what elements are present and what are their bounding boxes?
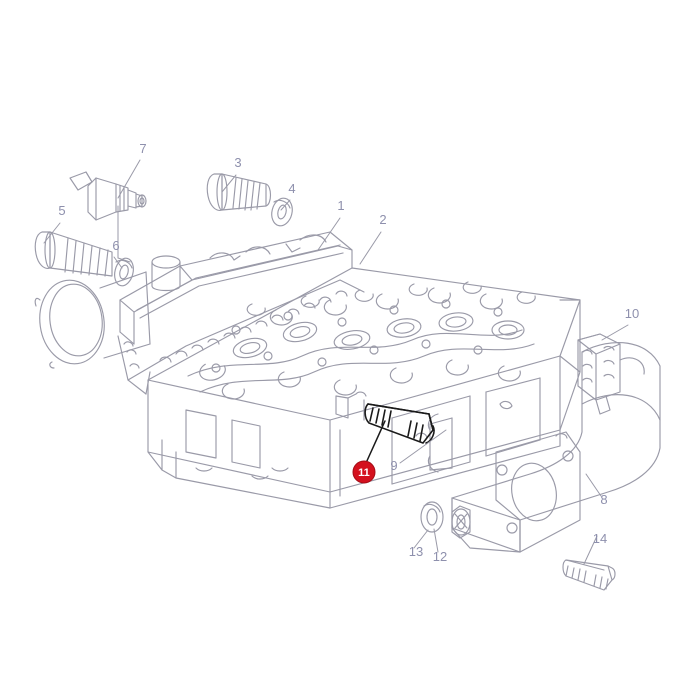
callout-label-13: 13 <box>409 544 423 559</box>
leader-4 <box>280 199 291 211</box>
callout-label-5: 5 <box>58 203 65 218</box>
drawing-linework <box>34 171 661 591</box>
highlight-marker-label: 11 <box>358 467 370 479</box>
leader-1 <box>317 217 341 251</box>
callout-label-2: 2 <box>379 212 386 227</box>
plain-washer-13 <box>420 501 444 533</box>
callout-label-14: 14 <box>593 531 607 546</box>
manifold-stud-14 <box>562 559 616 591</box>
spring-washer-4 <box>271 197 293 227</box>
callout-label-3: 3 <box>234 155 241 170</box>
callout-label-7: 7 <box>139 141 146 156</box>
leader-line-11 <box>365 420 386 464</box>
leader-14 <box>583 535 598 565</box>
leader-2 <box>359 231 382 265</box>
highlighted-stud-11 <box>364 403 435 444</box>
callout-label-6: 6 <box>112 238 119 253</box>
leader-lines <box>43 159 629 565</box>
cylinder-head-gasket <box>117 279 365 395</box>
flange-bolt-3 <box>206 173 272 211</box>
manifold-mounting-boss-9 <box>427 413 439 473</box>
callout-label-9: 9 <box>390 458 397 473</box>
misc-casting-detail <box>335 391 367 421</box>
leader-7 <box>117 159 141 199</box>
manifold-clamp-bracket <box>577 333 645 415</box>
rocker-cover <box>119 231 353 345</box>
callout-labels: 1 2 3 4 5 6 7 8 9 10 12 13 14 <box>58 141 639 564</box>
highlight-marker-circle[interactable] <box>352 460 376 484</box>
leader-9 <box>399 429 447 464</box>
cylinder-head-body <box>147 267 581 509</box>
leader-13 <box>433 528 439 553</box>
callout-label-1: 1 <box>337 198 344 213</box>
leader-7b <box>117 205 131 263</box>
leader-10 <box>601 324 629 341</box>
callout-label-10: 10 <box>625 306 639 321</box>
hex-nut-12 <box>451 505 471 539</box>
callout-label-4: 4 <box>288 181 295 196</box>
leader-6 <box>113 256 123 269</box>
callout-label-12: 12 <box>433 549 447 564</box>
leader-8 <box>585 473 602 497</box>
head-deck-ports <box>187 281 536 400</box>
temperature-sender-switch <box>69 171 147 221</box>
leader-12 <box>413 529 429 549</box>
intake-manifold-left <box>34 271 151 369</box>
leader-3 <box>221 174 237 193</box>
callout-label-8: 8 <box>600 492 607 507</box>
flange-bolt-5 <box>34 231 113 277</box>
highlighted-callout-11[interactable]: 11 <box>352 460 376 484</box>
leader-5 <box>43 222 61 244</box>
